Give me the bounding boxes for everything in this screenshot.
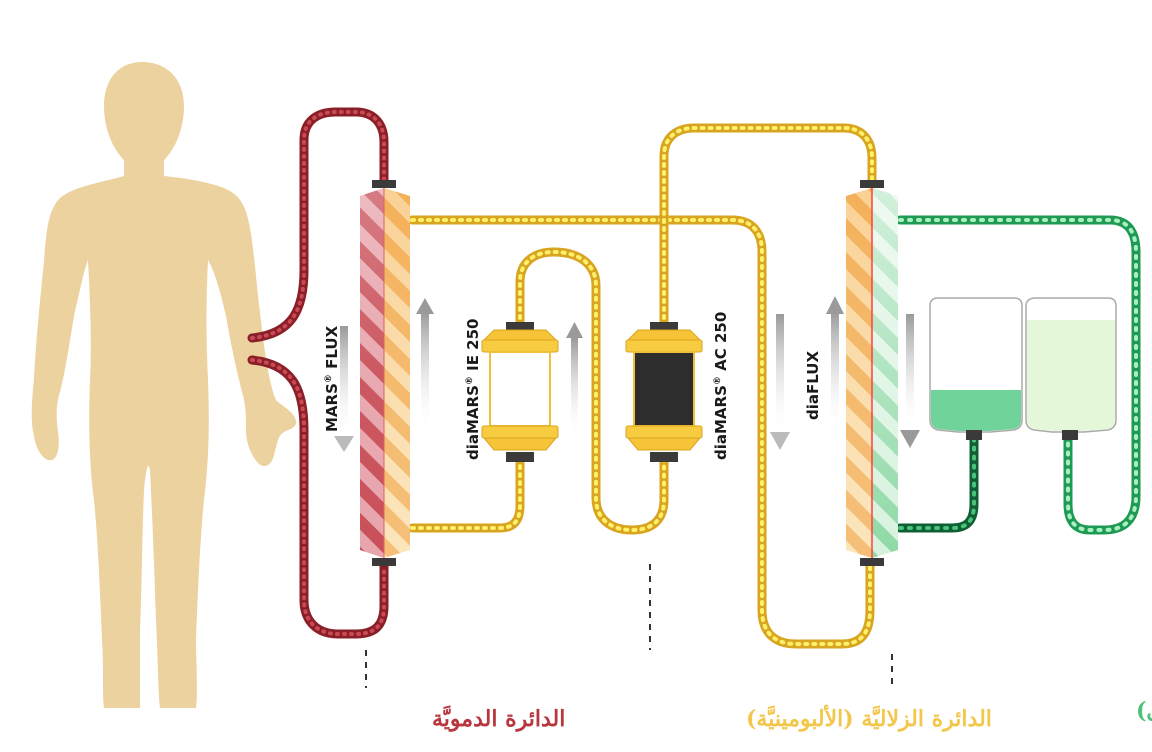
ie250-body <box>489 351 551 427</box>
arrow-down-icon <box>770 314 790 450</box>
diaflux-label: diaFLUX <box>804 351 822 420</box>
albumin-circuit-label: الدائرة الزلاليَّة (الألبومينيَّة) <box>746 704 992 732</box>
ie250-cap-top <box>506 322 534 332</box>
ac250-cap-bottom <box>650 452 678 462</box>
albumin-circuit-tubes <box>407 123 877 649</box>
mars-flux-cap-top <box>372 180 396 188</box>
ac250-cap-top <box>650 322 678 332</box>
diaflux-cap-bottom <box>860 558 884 566</box>
arrow-up-icon <box>826 296 844 432</box>
body-silhouette <box>31 62 297 708</box>
diamars-ac250-cartridge <box>625 322 703 462</box>
albumin-tube-ac-to-diaflux <box>659 123 877 331</box>
arrow-up-icon <box>566 322 583 438</box>
fresh-dialysate-bag <box>1025 297 1117 440</box>
ie250-label: diaMARS® IE 250 <box>464 319 482 460</box>
ie250-cap-bottom <box>506 452 534 462</box>
mars-flux-column <box>360 180 410 566</box>
ac250-body <box>633 351 695 427</box>
albumin-tube-to-ie250 <box>407 453 525 533</box>
fresh-dialysate-level <box>1027 320 1115 431</box>
patient-body <box>31 62 297 708</box>
arrow-down-icon <box>900 314 920 448</box>
dialysate-circuit-label: الدائرة الدياليَّة (سائل غسيل الكلى) <box>1136 697 1152 724</box>
used-dialysate-bag <box>929 297 1023 440</box>
diaflux-cap-top <box>860 180 884 188</box>
arrow-up-icon <box>416 298 434 432</box>
ac250-label: diaMARS® AC 250 <box>712 312 730 460</box>
dialysate-circuit-tubes <box>895 215 1141 535</box>
flow-arrows <box>334 296 920 452</box>
mars-flux-label: MARS® FLUX <box>323 325 341 432</box>
diaflux-column <box>846 180 898 566</box>
leader-lines <box>365 564 893 688</box>
arrow-down-icon <box>334 326 354 452</box>
diamars-ie250-cartridge <box>481 322 559 462</box>
used-dialysate-level <box>931 390 1021 431</box>
blood-circuit-label: الدائرة الدمويَّة <box>432 705 565 732</box>
dialysate-tube-to-bag <box>895 435 979 533</box>
blood-circuit-tubes <box>247 107 389 639</box>
mars-flux-cap-bottom <box>372 558 396 566</box>
